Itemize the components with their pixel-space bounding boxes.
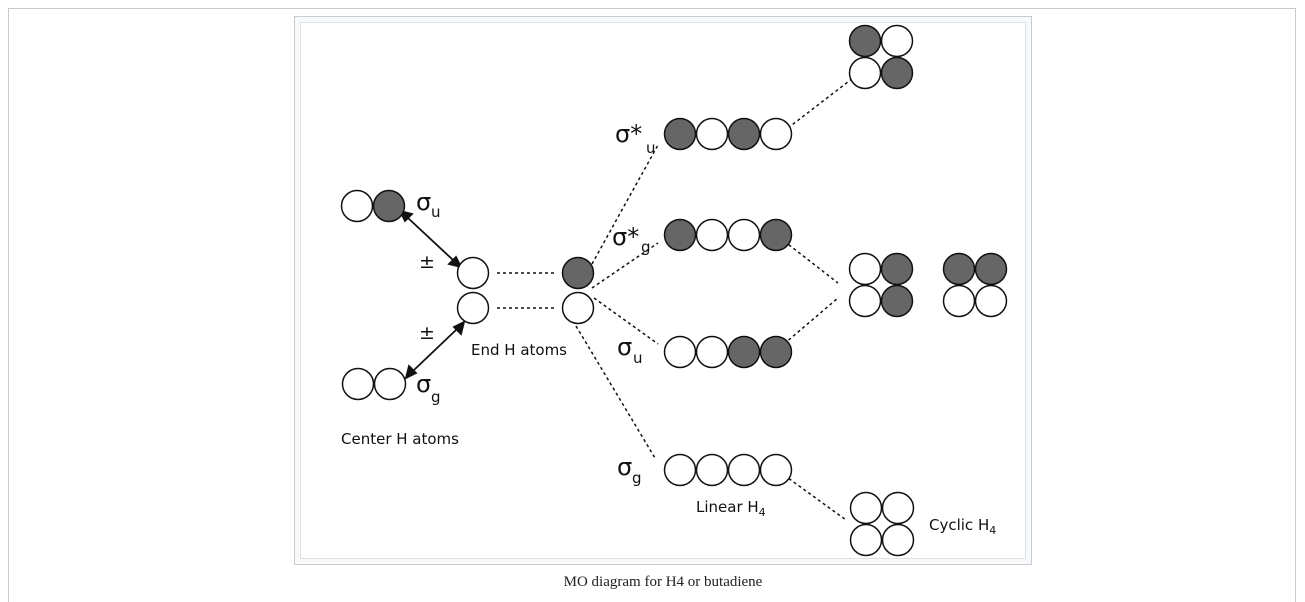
center-atoms-label: Center H atoms (341, 430, 459, 448)
line-to-sigma-g (575, 325, 656, 459)
sigma-u-atom-1 (663, 335, 697, 369)
sigma-star-g-atom-1 (663, 218, 697, 252)
sigma-u-symbol: σ (617, 333, 632, 361)
sigma-u-atom-4 (759, 335, 793, 369)
orbital-circles (340, 24, 1008, 557)
sigma-g-symbol: σ (617, 453, 632, 481)
line-to-sigma-star-u (591, 144, 659, 265)
combination-arrows (398, 209, 466, 380)
sigma-star-g-symbol: σ* (612, 223, 639, 251)
sigma-star-u-atom-2 (695, 117, 729, 151)
line-sigma-star-g-to-cyclic (783, 240, 839, 284)
cyclic-degenerate-b-atom-1 (942, 252, 976, 286)
end-atom-upper-left (456, 256, 490, 290)
arrow-upper (407, 217, 454, 261)
cyclic-degenerate-a-atom-1 (848, 252, 882, 286)
center-sigma-g-sub: g (431, 388, 441, 406)
cyclic-top-atom-3 (848, 56, 882, 90)
sigma-star-g-atom-3 (727, 218, 761, 252)
cyclic-bottom-atom-4 (881, 523, 915, 557)
sigma-star-u-symbol: σ* (615, 120, 642, 148)
cyclic-top-atom-1 (848, 24, 882, 58)
center-sigma-u-sub: u (431, 203, 441, 221)
sigma-g-sub: g (632, 469, 642, 487)
end-atom-upper-right (561, 256, 595, 290)
cyclic-degenerate-b-atom-3 (942, 284, 976, 318)
sigma-u-sub: u (633, 349, 643, 367)
line-sigma-g-to-cyclic (783, 474, 847, 521)
arrow-lower-head-b (452, 320, 466, 336)
center-sigma-g-symbol: σ (416, 370, 431, 398)
cyclic-bottom-atom-3 (849, 523, 883, 557)
end-atoms-label: End H atoms (471, 341, 567, 359)
sigma-star-u-atom-1 (663, 117, 697, 151)
cyclic-degenerate-a-atom-4 (880, 284, 914, 318)
center-sigma-u-atom-1 (340, 189, 374, 223)
arrow-upper-head-b (447, 255, 463, 269)
sigma-u-atom-2 (695, 335, 729, 369)
line-to-sigma-star-g (591, 242, 659, 289)
sigma-u-atom-3 (727, 335, 761, 369)
sigma-g-atom-4 (759, 453, 793, 487)
plus-minus-upper: ± (419, 251, 435, 273)
linear-h4-label: Linear H4 (696, 498, 766, 519)
center-sigma-g-atom-2 (373, 367, 407, 401)
center-sigma-g-atom-1 (341, 367, 375, 401)
sigma-g-atom-1 (663, 453, 697, 487)
center-sigma-u-atom-2 (372, 189, 406, 223)
center-sigma-u-symbol: σ (416, 188, 431, 216)
sigma-star-g-sub: g (641, 238, 651, 256)
sigma-g-atom-3 (727, 453, 761, 487)
diagram-labels: σ u ± ± σ g Center H atoms End H atoms σ… (341, 120, 996, 537)
cyclic-h4-label: Cyclic H4 (929, 516, 996, 537)
sigma-star-u-sub: u (646, 139, 656, 157)
figure-caption: MO diagram for H4 or butadiene (563, 574, 763, 590)
plus-minus-lower: ± (419, 322, 435, 344)
line-sigma-star-u-to-cyclic (787, 67, 867, 129)
cyclic-bottom-atom-2 (881, 491, 915, 525)
cyclic-degenerate-a-atom-2 (880, 252, 914, 286)
end-atom-lower-left (456, 291, 490, 325)
correlation-lines (497, 67, 867, 521)
cyclic-bottom-atom-1 (849, 491, 883, 525)
cyclic-degenerate-b-atom-2 (974, 252, 1008, 286)
sigma-star-g-atom-4 (759, 218, 793, 252)
arrow-lower (413, 329, 457, 371)
sigma-g-atom-2 (695, 453, 729, 487)
line-to-sigma-u (593, 297, 659, 345)
sigma-star-u-atom-3 (727, 117, 761, 151)
cyclic-degenerate-b-atom-4 (974, 284, 1008, 318)
line-sigma-u-to-cyclic (783, 297, 839, 345)
sigma-star-g-atom-2 (695, 218, 729, 252)
arrow-lower-head-a (404, 364, 418, 380)
end-atom-lower-right (561, 291, 595, 325)
cyclic-degenerate-a-atom-3 (848, 284, 882, 318)
sigma-star-u-atom-4 (759, 117, 793, 151)
cyclic-top-atom-4 (880, 56, 914, 90)
cyclic-top-atom-2 (880, 24, 914, 58)
